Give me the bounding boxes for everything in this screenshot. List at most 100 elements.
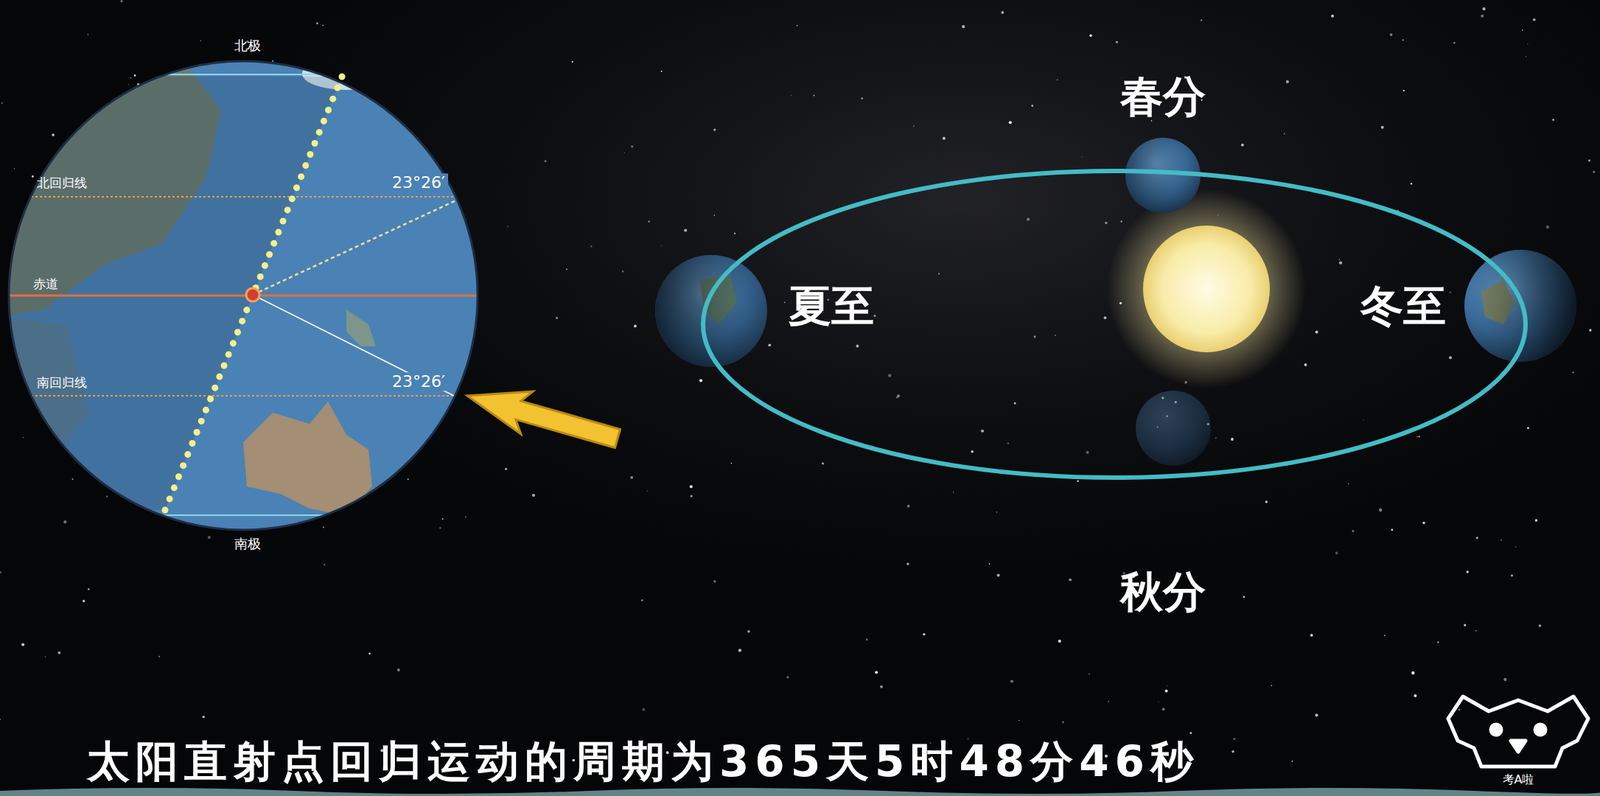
star bbox=[1162, 707, 1166, 711]
star bbox=[1475, 630, 1477, 632]
terminator-dot bbox=[280, 218, 287, 225]
star bbox=[87, 33, 89, 35]
star bbox=[1378, 508, 1382, 512]
star bbox=[128, 84, 129, 85]
star bbox=[767, 343, 771, 347]
star bbox=[624, 152, 625, 154]
star bbox=[158, 655, 160, 658]
star bbox=[1448, 355, 1452, 359]
star bbox=[1449, 291, 1452, 293]
star bbox=[555, 316, 558, 320]
star bbox=[316, 22, 319, 25]
terminator-dot bbox=[325, 106, 332, 114]
star bbox=[1000, 11, 1004, 15]
star bbox=[566, 268, 568, 270]
star bbox=[1417, 435, 1420, 438]
terminator-dot bbox=[333, 84, 341, 92]
star bbox=[996, 511, 998, 513]
terminator-dot bbox=[221, 362, 228, 370]
season-label: 春分 bbox=[1120, 72, 1206, 122]
angle-label: 23°26′ bbox=[389, 173, 449, 192]
star bbox=[1422, 521, 1425, 524]
terminator-dot bbox=[329, 95, 337, 103]
subsolar-point bbox=[246, 288, 260, 302]
watermark-icon bbox=[1448, 696, 1589, 767]
terminator-dot bbox=[198, 417, 205, 425]
star bbox=[1389, 33, 1393, 37]
star bbox=[1104, 221, 1107, 225]
globe bbox=[0, 51, 516, 530]
terminator-dot bbox=[297, 173, 305, 180]
star bbox=[1026, 217, 1030, 221]
terminator-dot bbox=[243, 306, 250, 314]
star bbox=[1107, 700, 1110, 703]
star bbox=[1018, 720, 1020, 721]
sun-ray-line bbox=[252, 198, 460, 295]
star bbox=[874, 670, 878, 674]
star bbox=[689, 484, 693, 488]
star bbox=[989, 563, 991, 565]
star bbox=[1458, 708, 1460, 711]
star bbox=[1588, 159, 1591, 162]
terminator-dot bbox=[175, 473, 183, 480]
star bbox=[896, 394, 900, 398]
star bbox=[1410, 182, 1413, 185]
star bbox=[1476, 536, 1479, 539]
star bbox=[1068, 578, 1072, 582]
star bbox=[1315, 330, 1319, 334]
star bbox=[641, 599, 643, 601]
orbit-scene bbox=[655, 137, 1577, 478]
terminator-dot bbox=[193, 428, 201, 436]
star bbox=[1532, 18, 1536, 22]
star bbox=[1463, 624, 1466, 627]
star bbox=[1503, 678, 1507, 681]
terminator-dot bbox=[215, 373, 223, 381]
star bbox=[622, 270, 624, 272]
star bbox=[507, 226, 508, 227]
star bbox=[1230, 437, 1234, 441]
starfield bbox=[0, 0, 1595, 771]
star bbox=[465, 516, 466, 518]
terminator-dot bbox=[261, 262, 269, 270]
star bbox=[630, 476, 634, 480]
terminator-dot bbox=[316, 128, 323, 136]
star bbox=[322, 526, 325, 528]
star bbox=[14, 168, 15, 169]
arrow-shape bbox=[461, 374, 624, 460]
star bbox=[1527, 426, 1530, 429]
star bbox=[51, 133, 55, 137]
star bbox=[888, 373, 892, 377]
star bbox=[1104, 316, 1107, 320]
star bbox=[1339, 258, 1341, 261]
star bbox=[1166, 685, 1168, 687]
terminator-dot bbox=[238, 317, 246, 325]
star bbox=[323, 563, 326, 566]
terminator-dot bbox=[184, 451, 191, 458]
star bbox=[1031, 104, 1034, 107]
star bbox=[590, 245, 592, 247]
terminator-dot bbox=[179, 462, 187, 469]
bottom-band bbox=[0, 787, 1600, 796]
star bbox=[1115, 40, 1119, 43]
terminator-dot bbox=[170, 484, 178, 491]
star bbox=[813, 95, 816, 97]
star bbox=[1411, 671, 1415, 675]
star bbox=[647, 490, 648, 491]
star bbox=[865, 638, 869, 642]
terminator-dot bbox=[306, 151, 314, 158]
star bbox=[1061, 720, 1065, 723]
star bbox=[532, 493, 536, 497]
star bbox=[952, 491, 954, 493]
star bbox=[207, 535, 211, 539]
star bbox=[1588, 328, 1592, 331]
star bbox=[1515, 546, 1517, 548]
terminator-dot bbox=[274, 229, 282, 236]
terminator-dot bbox=[207, 395, 214, 403]
earth-autumn bbox=[1135, 390, 1211, 466]
star bbox=[1165, 689, 1169, 693]
star bbox=[907, 504, 911, 508]
